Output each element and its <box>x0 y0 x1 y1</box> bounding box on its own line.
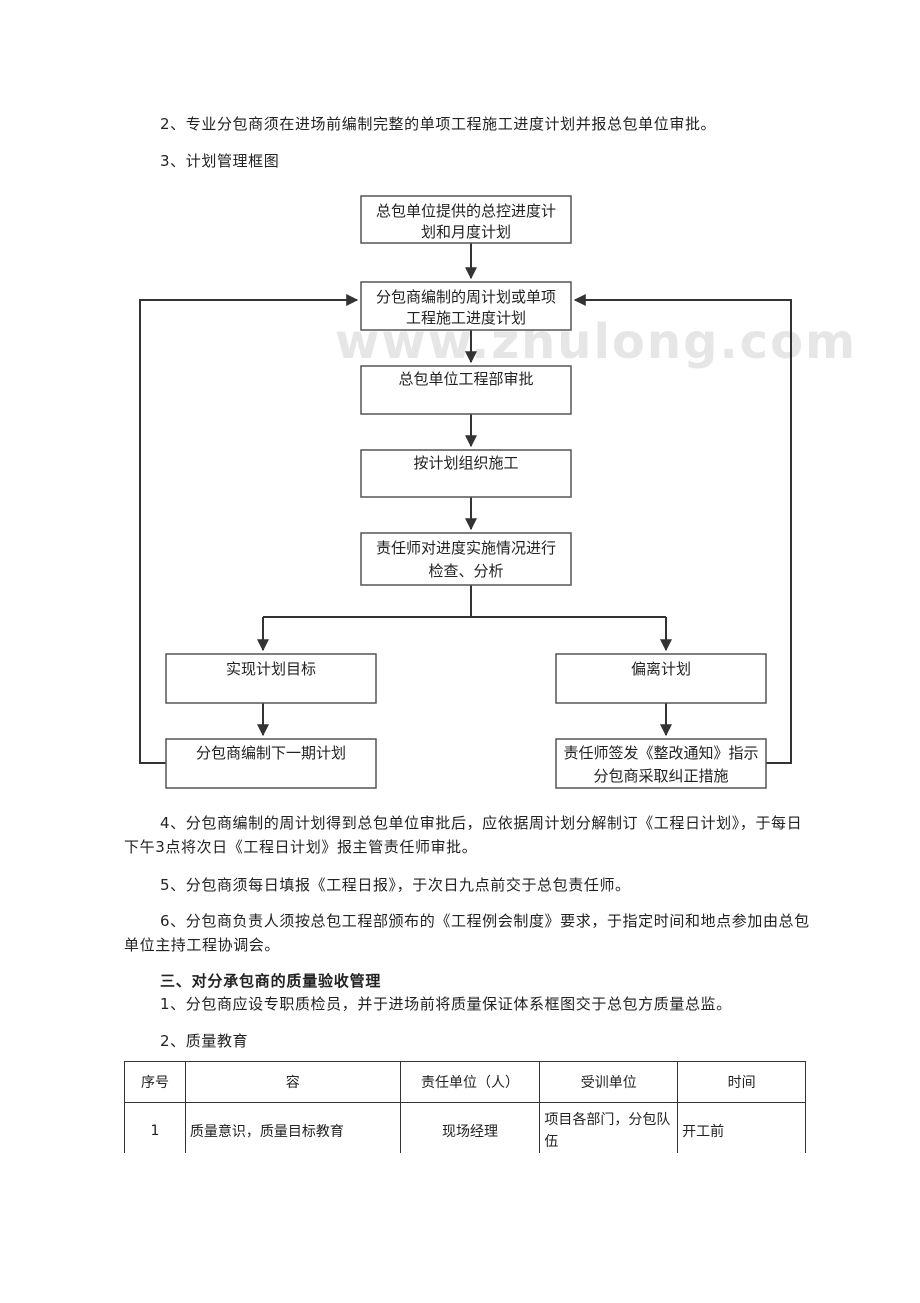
section-3-paragraph-1: 1、分包商应设专职质检员，并于进场前将质量保证体系框图交于总包方质量总监。 <box>160 995 732 1013</box>
cell-trainee: 项目各部门，分包队伍 <box>539 1102 679 1160</box>
section-3-heading: 三、对分承包商的质量验收管理 <box>160 972 382 990</box>
box-inspection-line2: 检查、分析 <box>428 562 503 580</box>
box-deviation-frame <box>555 653 767 704</box>
column-header-time: 时间 <box>677 1061 806 1103</box>
box-deviation-text: 偏离计划 <box>631 660 691 678</box>
box-rectification: 责任师签发《整改通知》指示 分包商采取纠正措施 <box>555 738 767 789</box>
cell-index: 1 <box>124 1102 186 1160</box>
box-achieve-target-frame <box>165 653 377 704</box>
column-header-index: 序号 <box>124 1061 186 1103</box>
paragraph-2: 2、专业分包商须在进场前编制完整的单项工程施工进度计划并报总包单位审批。 <box>160 115 717 133</box>
box-approval-frame <box>360 365 572 415</box>
column-header-content: 容 <box>184 1061 401 1103</box>
box-approval-text: 总包单位工程部审批 <box>398 370 533 388</box>
box-total-schedule: 总包单位提供的总控进度计 划和月度计划 <box>360 195 572 244</box>
section-3-paragraph-2: 2、质量教育 <box>160 1032 249 1050</box>
paragraph-4-line1: 4、分包商编制的周计划得到总包单位审批后，应依据周计划分解制订《工程日计划》，于… <box>160 814 803 832</box>
box-organize-construction: 按计划组织施工 <box>360 449 572 498</box>
column-header-responsible: 责任单位（人） <box>399 1061 541 1103</box>
box-subcontractor-plan-frame <box>360 281 572 331</box>
box-next-plan-text: 分包商编制下一期计划 <box>196 744 346 762</box>
box-organize-construction-text: 按计划组织施工 <box>413 454 518 472</box>
box-approval: 总包单位工程部审批 <box>360 365 572 415</box>
box-deviation: 偏离计划 <box>555 653 767 704</box>
cell-time: 开工前 <box>677 1102 806 1160</box>
paragraph-6-line2: 单位主持工程协调会。 <box>124 936 281 954</box>
flowchart-connectors <box>139 243 792 764</box>
table-row: 1 质量意识，质量目标教育 现场经理 项目各部门，分包队伍 开工前 <box>124 1102 806 1160</box>
column-header-trainee: 受训单位 <box>539 1061 679 1103</box>
quality-education-table: 序号 容 责任单位（人） 受训单位 时间 1 质量意识，质量目标教育 现场经理 … <box>124 1061 806 1160</box>
cell-responsible: 现场经理 <box>399 1102 541 1160</box>
paragraph-6-line1: 6、分包商负责人须按总包工程部颁布的《工程例会制度》要求，于指定时间和地点参加由… <box>160 912 810 930</box>
box-total-schedule-line1: 总包单位提供的总控进度计 <box>376 202 556 220</box>
box-rectification-line2: 分包商采取纠正措施 <box>593 767 728 785</box>
paragraph-4-line2: 下午3点将次日《工程日计划》报主管责任师审批。 <box>124 838 478 856</box>
box-inspection-line1: 责任师对进度实施情况进行 <box>376 539 556 557</box>
paragraph-5: 5、分包商须每日填报《工程日报》，于次日九点前交于总包责任师。 <box>160 876 631 894</box>
box-total-schedule-frame <box>360 195 572 244</box>
box-next-plan-frame <box>165 738 377 789</box>
box-achieve-target: 实现计划目标 <box>165 653 377 704</box>
box-subcontractor-plan: 分包商编制的周计划或单项 工程施工进度计划 <box>360 281 572 331</box>
box-inspection: 责任师对进度实施情况进行 检查、分析 <box>360 532 572 586</box>
box-rectification-line1: 责任师签发《整改通知》指示 <box>563 744 758 762</box>
arrow-loop-left <box>139 294 359 764</box>
box-subcontractor-plan-line1: 分包商编制的周计划或单项 <box>376 288 556 306</box>
table-header-row: 序号 容 责任单位（人） 受训单位 时间 <box>124 1061 806 1103</box>
box-total-schedule-line2: 划和月度计划 <box>421 223 511 241</box>
plan-management-flowchart: www.zhulong.com 总包单位提供的总控进度计 划和月度计划 分包商编… <box>139 195 855 789</box>
box-rectification-frame <box>555 738 767 789</box>
paragraph-3: 3、计划管理框图 <box>160 152 280 170</box>
box-achieve-target-text: 实现计划目标 <box>226 660 316 678</box>
box-inspection-frame <box>360 532 572 586</box>
page-cutoff <box>118 1153 818 1303</box>
box-next-plan: 分包商编制下一期计划 <box>165 738 377 789</box>
box-organize-construction-frame <box>360 449 572 498</box>
cell-content: 质量意识，质量目标教育 <box>184 1102 401 1160</box>
box-subcontractor-plan-line2: 工程施工进度计划 <box>406 309 526 327</box>
arrow-loop-right <box>573 294 792 764</box>
